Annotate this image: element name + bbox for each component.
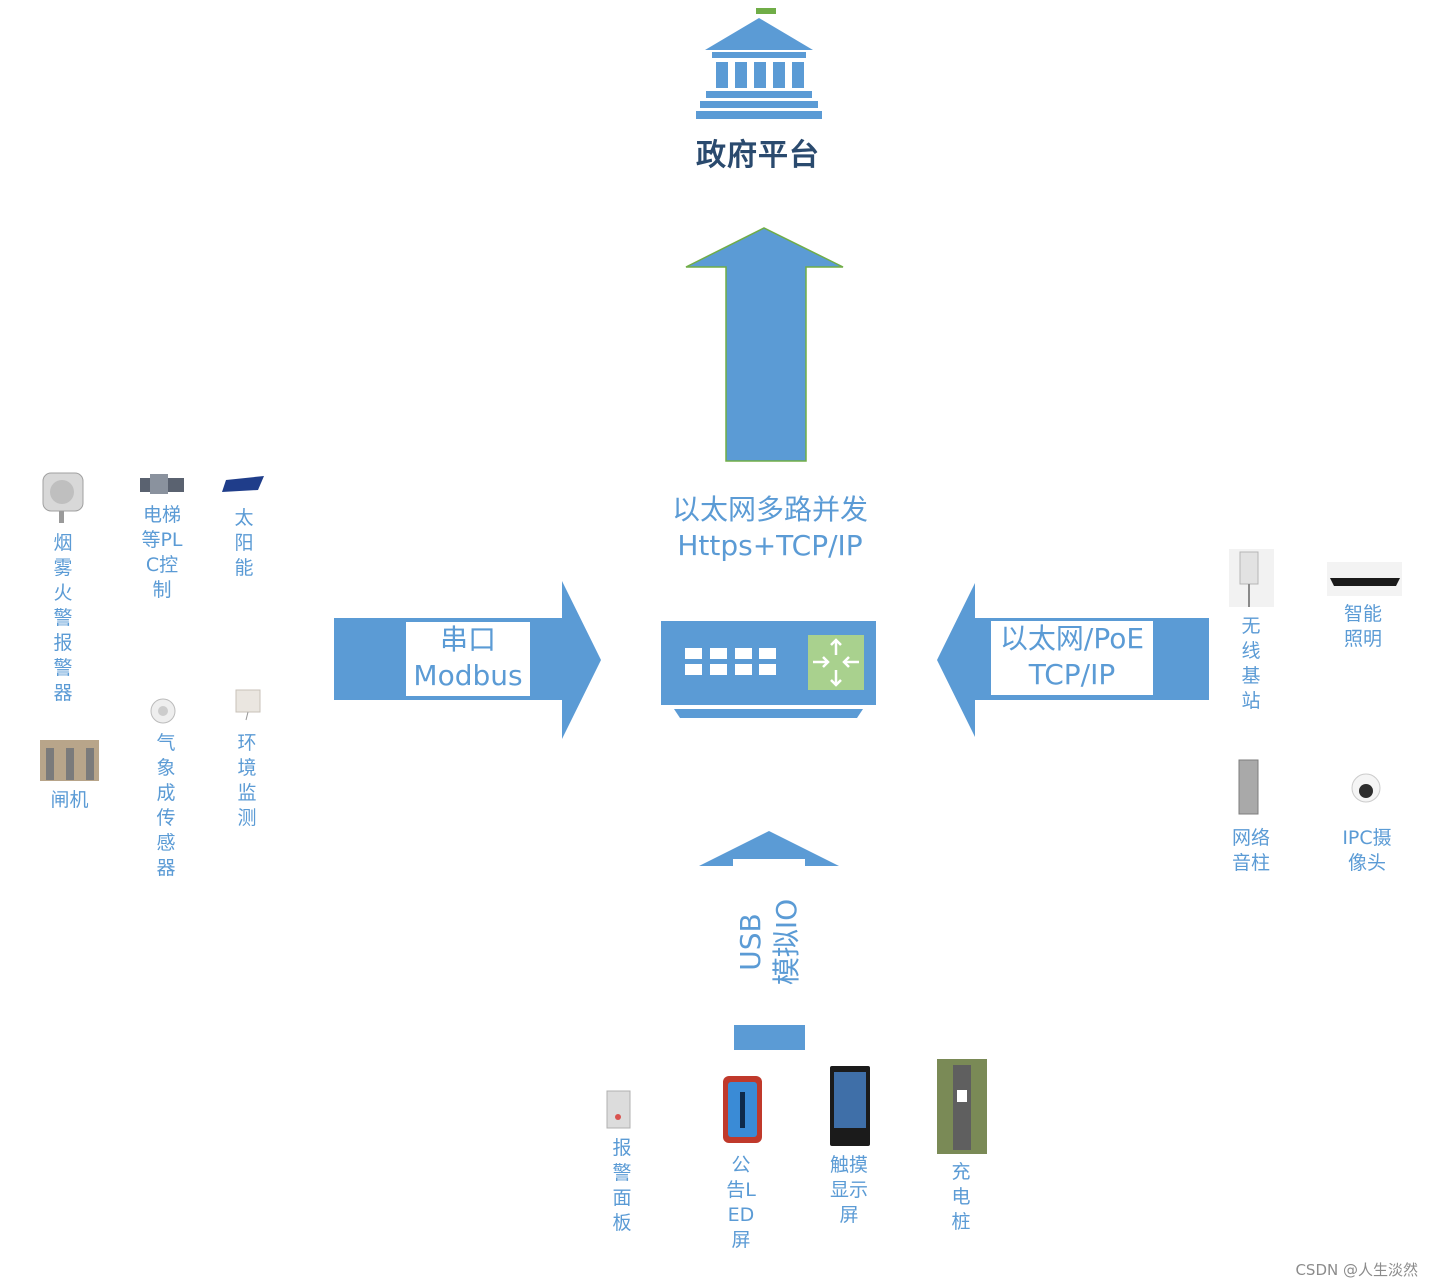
device-label-smoke-alarm: 烟雾火警报警器: [53, 532, 73, 704]
ipc-camera-icon: [1351, 773, 1381, 803]
ethernet-label-line2: TCP/IP: [1028, 658, 1116, 691]
device-label-network-speaker: 网络音柱: [1231, 827, 1270, 874]
device-label-ipc-camera: IPC摄像头: [1342, 827, 1392, 874]
network-speaker-icon: [1238, 759, 1259, 815]
usb-label-line1: USB: [734, 913, 767, 971]
plc-controller-icon: [140, 474, 184, 494]
serial-label: 串口 Modbus: [406, 622, 530, 696]
ethernet-label-line1: 以太网/PoE: [999, 622, 1145, 655]
environment-sensor-icon: [235, 689, 261, 721]
device-label-turnstile: 闸机: [50, 789, 89, 811]
device-label-smart-lighting: 智能照明: [1343, 603, 1382, 650]
usb-label-line2: 模拟IO: [770, 898, 803, 986]
smart-lighting-icon: [1327, 562, 1402, 596]
touch-display-icon: [830, 1066, 870, 1146]
smoke-alarm-icon: [42, 472, 84, 523]
uplink-arrow: [685, 227, 844, 462]
alarm-panel-icon: [606, 1090, 631, 1129]
device-label-charging-pile: 充电桩: [951, 1161, 971, 1233]
watermark: CSDN @人生淡然: [1295, 1261, 1418, 1279]
turnstile-icon: [40, 740, 99, 781]
uplink-protocol-line2: Https+TCP/IP: [677, 529, 863, 562]
device-label-plc: 电梯等PLC控制: [141, 504, 183, 601]
serial-label-line1: 串口: [439, 623, 496, 656]
usb-label: USB 模拟IO: [733, 859, 805, 1025]
wireless-base-station-icon: [1229, 549, 1274, 607]
led-screen-icon: [723, 1076, 762, 1143]
uplink-label: 以太网多路并发 Https+TCP/IP: [640, 492, 900, 564]
platform-title: 政府平台: [696, 138, 820, 173]
government-building-icon: [696, 8, 822, 119]
network-switch-icon: [661, 621, 876, 718]
device-label-solar: 太阳能: [234, 507, 254, 579]
uplink-protocol-line1: 以太网多路并发: [671, 493, 868, 526]
solar-panel-icon: [222, 476, 264, 492]
device-label-touch-display: 触摸显示屏: [829, 1154, 868, 1226]
device-label-base-station: 无线基站: [1241, 615, 1261, 712]
charging-pile-icon: [937, 1059, 987, 1154]
weather-sensor-icon: [150, 698, 176, 724]
device-label-alarm-panel: 报警面板: [612, 1137, 632, 1234]
device-label-environment: 环境监测: [237, 732, 257, 829]
ethernet-label: 以太网/PoE TCP/IP: [991, 621, 1153, 695]
device-label-led-screen: 公告LED屏: [726, 1154, 756, 1251]
serial-label-line2: Modbus: [413, 659, 523, 692]
device-label-weather-sensor: 气象成传感器: [156, 732, 176, 879]
